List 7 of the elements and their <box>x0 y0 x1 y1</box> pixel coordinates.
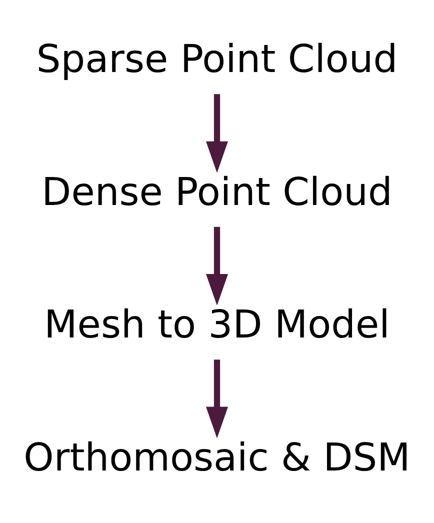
arrow <box>206 94 228 173</box>
node-text: Mesh to 3D Model <box>44 302 390 348</box>
node-text: Dense Point Cloud <box>42 170 392 215</box>
node-text: Sparse Point Cloud <box>36 37 398 82</box>
node-text: Orthomosaic & DSM <box>24 435 410 480</box>
arrow <box>206 360 228 438</box>
arrow <box>206 226 228 306</box>
